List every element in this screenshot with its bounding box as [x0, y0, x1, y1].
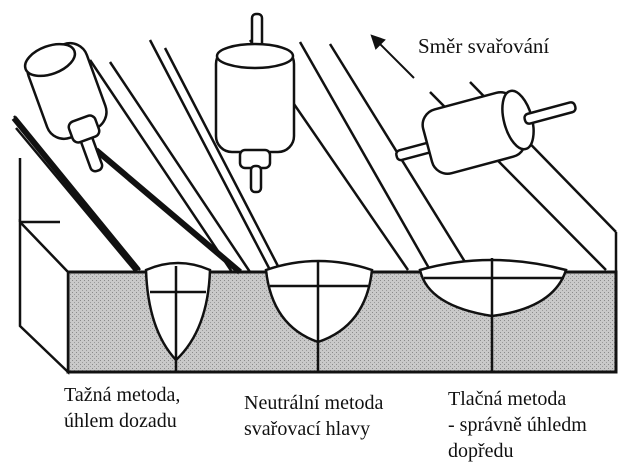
caption-line: Tažná metoda,: [64, 382, 180, 408]
caption-line: dopředu: [448, 438, 587, 464]
caption-line: - správně úhledm: [448, 412, 587, 438]
caption-line: Neutrální metoda: [244, 390, 383, 416]
weld-seam-backhand: [14, 118, 240, 272]
welding-direction-arrow: [372, 36, 414, 78]
welding-direction-label: Směr svařování: [418, 34, 549, 59]
caption-line: svařovací hlavy: [244, 416, 383, 442]
caption-backhand-method: Tažná metoda, úhlem dozadu: [64, 382, 180, 434]
torch-neutral: [216, 14, 294, 192]
caption-forehand-method: Tlačná metoda - správně úhledm dopředu: [448, 386, 587, 464]
torch-backhand: [21, 38, 112, 173]
caption-line: Tlačná metoda: [448, 386, 587, 412]
caption-neutral-method: Neutrální metoda svařovací hlavy: [244, 390, 383, 442]
caption-line: úhlem dozadu: [64, 408, 180, 434]
